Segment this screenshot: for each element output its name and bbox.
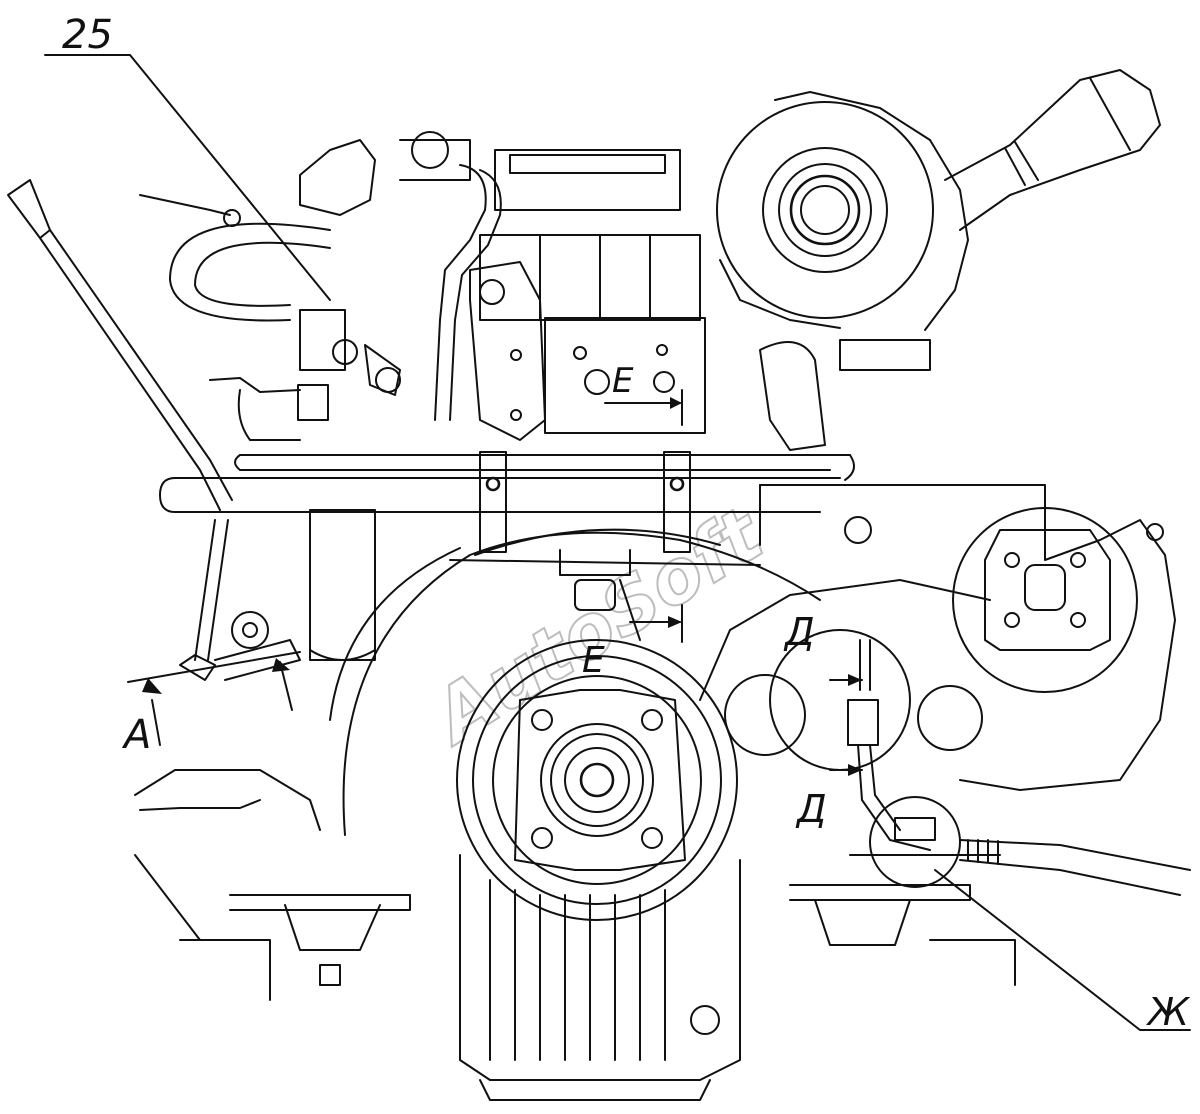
- left-upper-pipes: [139, 139, 376, 322]
- callout-a: А: [121, 712, 151, 758]
- right-side-harness: [847, 639, 1191, 896]
- section-arrow-e-bottom: [619, 579, 683, 643]
- leader-item-25: [44, 54, 331, 301]
- detail-circle-zh: [869, 796, 961, 888]
- left-engine-mount: [134, 769, 411, 1001]
- left-side-components: [179, 309, 401, 681]
- callout-25: 25: [62, 12, 113, 58]
- oil-pan: [459, 854, 741, 1101]
- turbocharger: [716, 91, 969, 331]
- section-arrow-e-top: [604, 389, 683, 426]
- crankshaft-pulley: [456, 639, 738, 921]
- top-center-assembly: [399, 131, 706, 441]
- section-arrows-d: [829, 674, 863, 776]
- front-cover-right: [759, 339, 1176, 791]
- section-arrow-a: [127, 651, 301, 746]
- intake-pipe: [944, 69, 1161, 231]
- right-engine-mount: [789, 854, 1016, 986]
- dipstick: [7, 179, 233, 511]
- fuel-rail-tubes: [159, 451, 855, 661]
- callout-e-bottom: Е: [582, 640, 605, 681]
- callout-zh: Ж: [1146, 990, 1191, 1034]
- callout-e-top: Е: [612, 361, 634, 401]
- leader-zh: [934, 869, 1191, 1031]
- callout-d-top: Д: [783, 610, 815, 654]
- callout-d-bottom: Д: [795, 787, 827, 831]
